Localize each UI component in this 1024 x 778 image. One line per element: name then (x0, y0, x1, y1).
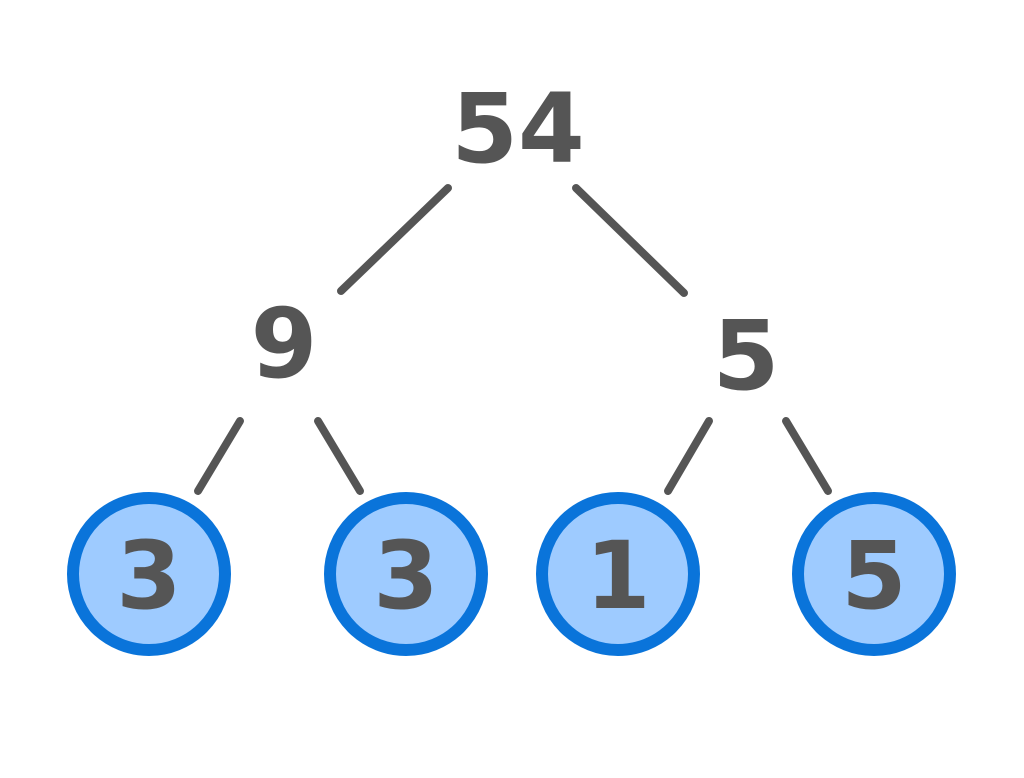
leaf-circle-4 (792, 492, 956, 656)
leaf-node-2: 3 (324, 492, 488, 656)
leaf-circle-1 (67, 492, 231, 656)
root-node: 54 (451, 73, 585, 185)
leaf-value-4: 5 (841, 522, 906, 631)
leaf-value-1: 3 (116, 522, 181, 631)
leaf-node-1: 3 (67, 492, 231, 656)
edge-root-to-right (572, 184, 688, 297)
leaf-node-3: 1 (536, 492, 700, 656)
edge-right-to-leaf3 (664, 417, 713, 495)
left-factor-node: 9 (251, 288, 318, 400)
edge-left-to-leaf2 (314, 417, 364, 495)
edge-root-to-left (337, 184, 452, 295)
leaf-node-4: 5 (792, 492, 956, 656)
leaf-circle-2 (324, 492, 488, 656)
edge-left-to-leaf1 (194, 417, 244, 495)
leaf-value-3: 1 (585, 522, 650, 631)
edge-right-to-leaf4 (782, 417, 832, 495)
right-factor-node: 5 (713, 300, 780, 412)
leaf-value-2: 3 (373, 522, 438, 631)
leaf-circle-3 (536, 492, 700, 656)
